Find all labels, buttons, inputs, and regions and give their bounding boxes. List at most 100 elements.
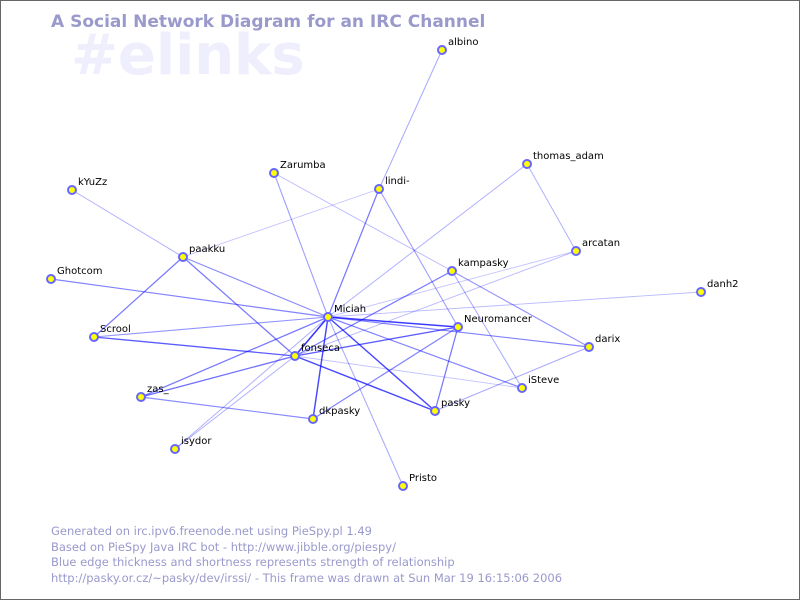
- edge-kampasky-fonseca: [294, 270, 453, 357]
- edge-miciah-pasky: [327, 316, 436, 412]
- node-label: arcatan: [582, 238, 620, 249]
- node-label: Scrool: [100, 324, 131, 335]
- node-marker: [437, 45, 447, 55]
- node-kyuzz: kYuZz: [67, 177, 107, 195]
- node-marker: [67, 185, 77, 195]
- edge-danh2-miciah: [327, 291, 702, 318]
- node-marker: [290, 351, 300, 361]
- node-kampasky: kampasky: [447, 258, 509, 276]
- node-label: lindi-: [385, 176, 410, 187]
- node-zarumba: Zarumba: [269, 160, 326, 178]
- edge-thomas-adam-arcatan: [526, 163, 577, 252]
- node-label: Pristo: [409, 473, 437, 484]
- node-pristo: Pristo: [398, 473, 437, 491]
- node-albino: albino: [437, 37, 479, 55]
- footer-line-legend: Blue edge thickness and shortness repres…: [51, 555, 455, 569]
- node-ghotcom: Ghotcom: [46, 266, 102, 284]
- footer: Generated on irc.ipv6.freenode.net using…: [51, 524, 562, 586]
- edge-paakku-scrool: [93, 256, 184, 338]
- edge-kampasky-darix: [451, 270, 590, 348]
- node-pasky: pasky: [430, 398, 470, 416]
- edge-lindi-paakku: [182, 188, 380, 258]
- edge-neuromancer-fonseca: [294, 326, 459, 357]
- edge-miciah-isydor: [174, 316, 329, 450]
- node-marker: [374, 184, 384, 194]
- edge-fonseca-scrool: [93, 336, 296, 357]
- footer-line-drawn-at: http://pasky.or.cz/~pasky/dev/irssi/ - T…: [51, 570, 563, 585]
- edge-arcatan-fonseca: [294, 250, 577, 357]
- node-thomas-adam: thomas_adam: [522, 151, 604, 169]
- edge-fonseca-isteve: [294, 355, 523, 389]
- edge-kampasky-isteve: [451, 270, 523, 389]
- node-neuromancer: Neuromancer: [453, 314, 533, 332]
- node-danh2: danh2: [696, 279, 739, 297]
- node-marker: [170, 444, 180, 454]
- node-label: kampasky: [458, 258, 509, 269]
- edges-layer: [50, 49, 702, 487]
- node-label: pasky: [441, 398, 470, 409]
- edge-neuromancer-dkpasky: [312, 326, 459, 420]
- footer-line-generated: Generated on irc.ipv6.freenode.net using…: [51, 524, 372, 538]
- node-marker: [453, 322, 463, 332]
- node-label: zas_: [147, 384, 170, 395]
- node-marker: [696, 287, 706, 297]
- edge-albino-lindi: [378, 49, 443, 190]
- edge-lindi-miciah: [327, 188, 380, 318]
- edge-kyuzz-paakku: [71, 189, 184, 258]
- node-label: dkpasky: [319, 406, 360, 417]
- footer-line-based-on: Based on PieSpy Java IRC bot - http://ww…: [51, 539, 396, 554]
- edge-darix-pasky: [434, 346, 590, 412]
- node-marker: [323, 312, 333, 322]
- edge-miciah-fonseca: [294, 316, 329, 357]
- node-marker: [178, 252, 188, 262]
- node-marker: [46, 274, 56, 284]
- node-label: Miciah: [334, 304, 366, 315]
- edge-miciah-ghotcom: [50, 278, 329, 318]
- node-marker: [517, 383, 527, 393]
- node-paakku: paakku: [178, 244, 225, 262]
- edge-miciah-dkpasky: [312, 316, 329, 420]
- diagram-title: A Social Network Diagram for an IRC Chan…: [51, 12, 486, 32]
- node-marker: [89, 332, 99, 342]
- node-label: Neuromancer: [464, 314, 533, 325]
- edge-miciah-isteve: [327, 316, 523, 389]
- edge-zas-dkpasky: [140, 396, 314, 420]
- node-marker: [571, 246, 581, 256]
- node-marker: [584, 342, 594, 352]
- node-fonseca: fonseca: [290, 343, 340, 361]
- node-marker: [136, 392, 146, 402]
- edge-neuromancer-miciah: [327, 316, 459, 328]
- edge-zarumba-kampasky: [273, 172, 453, 272]
- node-darix: darix: [584, 334, 620, 352]
- edge-fonseca-isydor: [174, 355, 296, 450]
- node-marker: [447, 266, 457, 276]
- node-label: Zarumba: [280, 160, 326, 171]
- node-dkpasky: dkpasky: [308, 406, 360, 424]
- node-label: fonseca: [301, 343, 340, 354]
- edge-arcatan-miciah: [327, 250, 577, 318]
- edge-lindi-neuromancer: [378, 188, 459, 328]
- edge-fonseca-zas: [140, 355, 296, 398]
- edge-miciah-paakku: [182, 256, 329, 318]
- edge-fonseca-paakku: [182, 256, 296, 357]
- node-isydor: isydor: [170, 436, 212, 454]
- edge-zarumba-miciah: [273, 172, 329, 318]
- node-label: Ghotcom: [57, 266, 102, 277]
- node-label: iSteve: [528, 375, 559, 386]
- node-marker: [308, 414, 318, 424]
- edge-thomas-adam-miciah: [327, 163, 528, 318]
- node-marker: [269, 168, 279, 178]
- edge-miciah-darix: [327, 316, 590, 348]
- node-arcatan: arcatan: [571, 238, 620, 256]
- edge-fonseca-pasky: [294, 355, 436, 412]
- node-zas: zas_: [136, 384, 170, 402]
- edge-neuromancer-pasky: [434, 326, 459, 412]
- node-marker: [522, 159, 532, 169]
- edge-miciah-scrool: [93, 316, 329, 338]
- edge-miciah-zas: [140, 316, 329, 398]
- node-label: thomas_adam: [533, 151, 604, 162]
- node-marker: [430, 406, 440, 416]
